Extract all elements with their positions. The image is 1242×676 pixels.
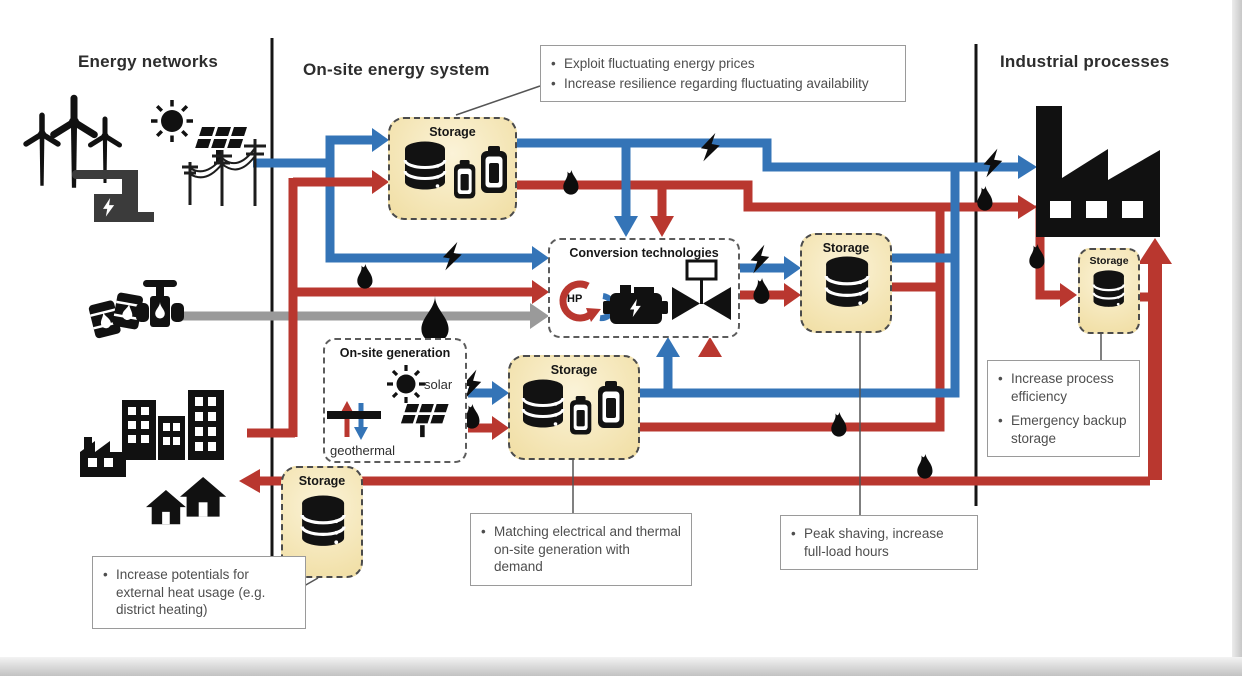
- lightning-icon: [698, 131, 722, 164]
- heat-pump-label: HP: [567, 293, 583, 305]
- callout-peak-shaving-list: Peak shaving, increase full-load hours: [789, 525, 968, 560]
- wind-turbines-icon: [26, 98, 119, 188]
- flame-icon: [563, 170, 579, 195]
- section-title-energy-networks: Energy networks: [78, 52, 218, 71]
- factory-icon: [1036, 106, 1160, 237]
- callout-district-heat-list: Increase potentials for external heat us…: [101, 566, 296, 619]
- solar-panel-icon: [195, 127, 247, 163]
- oil-barrels-icon: [88, 292, 143, 339]
- callout-matching: Matching electrical and thermal on-site …: [470, 513, 692, 586]
- lightning-icon: [748, 243, 771, 276]
- flame-icon: [977, 186, 993, 211]
- flame-icon: [831, 412, 847, 437]
- callout-flexibility: Exploit fluctuating energy prices Increa…: [540, 45, 906, 103]
- storage-box-generation: Storage: [508, 355, 640, 460]
- storage-box-conversion: Storage: [800, 233, 892, 333]
- storage-box-grid-label: Storage: [429, 125, 476, 139]
- page-edge-bottom: [0, 657, 1242, 676]
- gas-valve-icon: [136, 280, 184, 327]
- flame-icon: [1029, 244, 1045, 269]
- storage-box-conversion-label: Storage: [822, 241, 870, 255]
- callout-process-list: Increase process efficiency Emergency ba…: [996, 370, 1130, 447]
- callout-district-heat: Increase potentials for external heat us…: [92, 556, 306, 629]
- callout-item: Increase process efficiency: [996, 370, 1130, 405]
- storage-box-process-label: Storage: [1089, 255, 1129, 267]
- sun-icon: [151, 100, 193, 142]
- houses-icon: [146, 477, 227, 525]
- solar-label: solar: [424, 377, 453, 392]
- storage-box-district-heat-label: Storage: [298, 474, 346, 488]
- flame-icon: [753, 278, 770, 304]
- geothermal-label: geothermal: [330, 443, 396, 458]
- section-title-onsite-energy-system: On-site energy system: [303, 60, 490, 79]
- small-factory-icon: [80, 437, 126, 477]
- storage-box-generation-label: Storage: [550, 363, 598, 377]
- conversion-technologies-box: Conversion technologies: [548, 238, 740, 338]
- fuel-arrowhead: [530, 303, 549, 329]
- lightning-icon: [981, 147, 1004, 180]
- city-buildings-icon: [122, 390, 224, 460]
- callout-process: Increase process efficiency Emergency ba…: [987, 360, 1140, 458]
- flame-icon: [357, 264, 373, 289]
- power-lines-icon: [182, 139, 266, 206]
- flame-icon: [917, 454, 933, 479]
- storage-box-process: Storage: [1078, 248, 1140, 334]
- callout-item: Emergency backup storage: [996, 412, 1130, 447]
- callout-peak-shaving: Peak shaving, increase full-load hours: [780, 515, 978, 571]
- callout-matching-list: Matching electrical and thermal on-site …: [479, 523, 682, 576]
- onsite-generation-label: On-site generation: [339, 346, 451, 360]
- power-plant-icon: [72, 170, 154, 222]
- callout-item: Increase potentials for external heat us…: [101, 566, 296, 619]
- oil-drop-icon: [421, 296, 449, 343]
- section-title-industrial-processes: Industrial processes: [1000, 52, 1170, 71]
- callout-item: Peak shaving, increase full-load hours: [789, 525, 968, 560]
- storage-box-grid: Storage: [388, 117, 517, 220]
- lightning-icon: [440, 240, 464, 273]
- conversion-technologies-label: Conversion technologies: [569, 246, 719, 260]
- page-edge-right: [1232, 0, 1242, 676]
- callout-flexibility-list: Exploit fluctuating energy prices Increa…: [549, 55, 896, 92]
- callout-item: Increase resilience regarding fluctuatin…: [549, 75, 896, 93]
- callout-item: Matching electrical and thermal on-site …: [479, 523, 682, 576]
- callout-item: Exploit fluctuating energy prices: [549, 55, 896, 73]
